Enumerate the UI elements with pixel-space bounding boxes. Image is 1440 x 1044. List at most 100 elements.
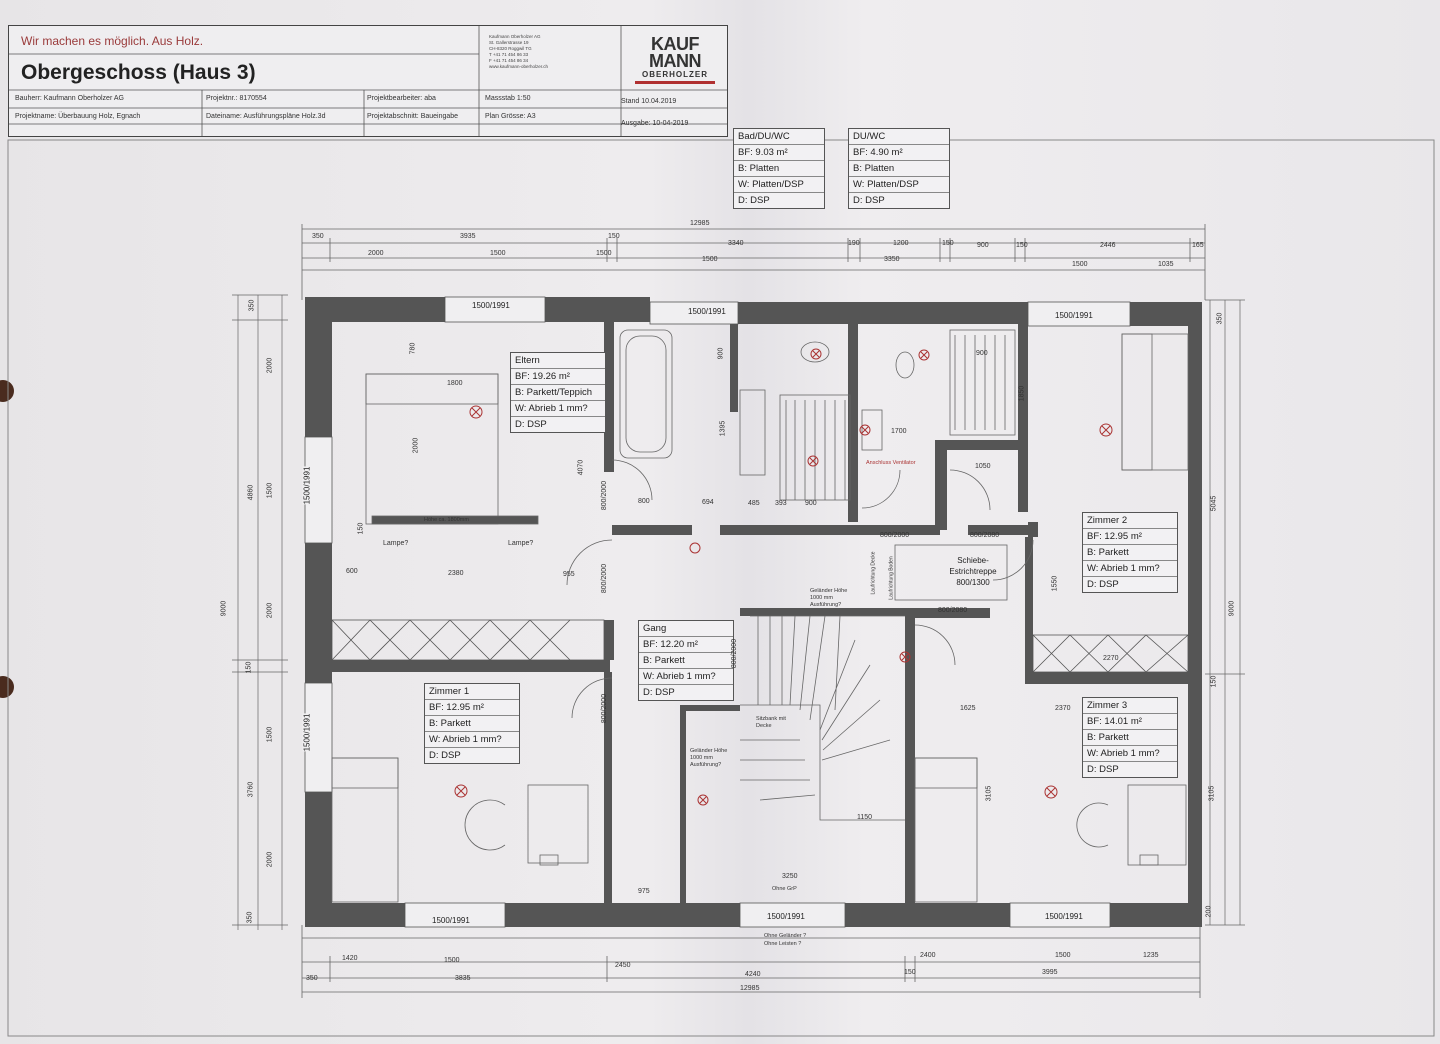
dim-label: 150: [1016, 242, 1028, 249]
dim-label: 975: [638, 888, 650, 895]
projektname: Projektname: Überbauung Holz, Egnach: [15, 113, 141, 120]
window-openings: [304, 296, 1131, 928]
dim-label: 150: [942, 240, 954, 247]
dim-label: 900: [717, 347, 725, 360]
dim-label: 4240: [745, 971, 761, 978]
dim-label: 1200: [893, 240, 909, 247]
ausgabe: Ausgabe: 10-04-2019: [621, 120, 689, 127]
dim-label: 2270: [1103, 655, 1119, 662]
dim-label: 900: [977, 242, 989, 249]
plan-groesse: Plan Grösse: A3: [485, 113, 536, 120]
dim-label: 2000: [266, 851, 274, 868]
door-label: 800/2000: [601, 693, 609, 724]
dim-label: 1800: [447, 380, 463, 387]
note-lampe: Lampe?: [383, 540, 409, 547]
dim-label: 5045: [1210, 495, 1218, 512]
dim-label: 150: [245, 661, 253, 674]
dim-label: 3760: [247, 781, 255, 798]
window-label: 1500/1991: [1045, 912, 1083, 921]
dim-label: 800: [638, 498, 650, 505]
dim-label: 200: [1205, 905, 1213, 918]
drawing-title: Obergeschoss (Haus 3): [21, 61, 256, 84]
dim-label: 1500: [444, 957, 460, 964]
dim-overall-bottom: 12985: [740, 985, 760, 992]
title-block-grid: [9, 26, 727, 136]
door-label: 800/2080: [970, 532, 1000, 539]
dim-label: 350: [248, 299, 256, 312]
dim-label: 485: [748, 500, 760, 507]
dimension-ticks: [232, 224, 1245, 998]
dim-label: 190: [848, 240, 860, 247]
dimension-lines: [237, 228, 1241, 993]
dim-label: 2446: [1100, 242, 1116, 249]
dim-label: 393: [775, 500, 787, 507]
dim-label: 1500: [490, 250, 506, 257]
punch-hole: [0, 676, 14, 698]
dim-label: 1500: [1072, 261, 1088, 268]
title-block: Wir machen es möglich. Aus Holz. Oberges…: [8, 25, 728, 137]
dim-label: 1850: [1018, 385, 1026, 402]
dim-label: 1500: [1055, 952, 1071, 959]
door-label: 800/2080: [938, 607, 968, 614]
dim-label: 1500: [266, 726, 274, 743]
dim-label: 1150: [857, 814, 873, 821]
dim-label: 3105: [1208, 785, 1216, 802]
window-label: 1500/1991: [432, 916, 470, 925]
dim-label: 1625: [960, 705, 976, 712]
note-lampe: Lampe?: [508, 540, 534, 547]
note-laufrichtung: Laufrichtung Decke: [870, 551, 877, 595]
dim-label: 1395: [719, 420, 727, 437]
dim-label: 150: [608, 233, 620, 240]
dim-label: 2380: [448, 570, 464, 577]
note-ohne-grp: Ohne GrP: [772, 886, 797, 892]
dim-label: 3250: [782, 873, 798, 880]
note-gelaender: Geländer Höhe 1000 mm Ausführung?: [810, 588, 848, 608]
dim-label: 955: [563, 571, 575, 578]
dim-label: 165: [1192, 242, 1204, 249]
dim-label: 350: [312, 233, 324, 240]
window-label: 1500/1991: [302, 713, 312, 752]
window-label: 1500/1991: [767, 912, 805, 921]
projektnr: Projektnr.: 8170554: [206, 95, 267, 102]
dim-label: 1500: [596, 250, 612, 257]
dim-label: 1500: [702, 256, 718, 263]
door-label: 800/2000: [731, 638, 739, 669]
dim-label: 2000: [368, 250, 384, 257]
dim-label: 150: [1210, 675, 1218, 688]
furniture: [331, 329, 1189, 903]
slogan: Wir machen es möglich. Aus Holz.: [21, 34, 204, 48]
company-address: Kaufmann Oberholzer AG St. Gallerstrasse…: [489, 34, 549, 69]
note-anschluss: Anschluss Ventilator: [866, 460, 916, 466]
stand: Stand 10.04.2019: [621, 98, 677, 105]
punch-hole: [0, 380, 14, 402]
dim-label: 1420: [342, 955, 358, 962]
dim-label: 2000: [266, 602, 274, 619]
projektabschnitt: Projektabschnitt: Baueingabe: [367, 113, 459, 120]
note-hoehe: Höhe ca. 1800mm: [424, 517, 469, 523]
window-label: 1500/1991: [472, 301, 510, 310]
dim-label: 9000: [220, 600, 228, 617]
door-label: 800/2000: [601, 563, 609, 594]
dim-label: 1700: [891, 428, 907, 435]
dim-label: 694: [702, 499, 714, 506]
bauherr: Bauherr: Kaufmann Oberholzer AG: [15, 95, 124, 102]
window-label: 1500/1991: [1055, 311, 1093, 320]
dim-label: 2370: [1055, 705, 1071, 712]
light-fixtures: [454, 348, 1113, 806]
wardrobe-closets: [331, 619, 1189, 673]
dim-label: 2000: [266, 357, 274, 374]
dim-label: 780: [409, 342, 417, 355]
dim-label: 3350: [884, 256, 900, 263]
dim-label: 1035: [1158, 261, 1174, 268]
dim-label: 900: [976, 350, 988, 357]
dim-label: 900: [805, 500, 817, 507]
window-label: 1500/1991: [688, 307, 726, 316]
drawing-frame: [7, 139, 1435, 1037]
company-logo: KAUF MANN OBERHOLZER: [629, 35, 721, 84]
dim-label: 4070: [577, 459, 585, 476]
